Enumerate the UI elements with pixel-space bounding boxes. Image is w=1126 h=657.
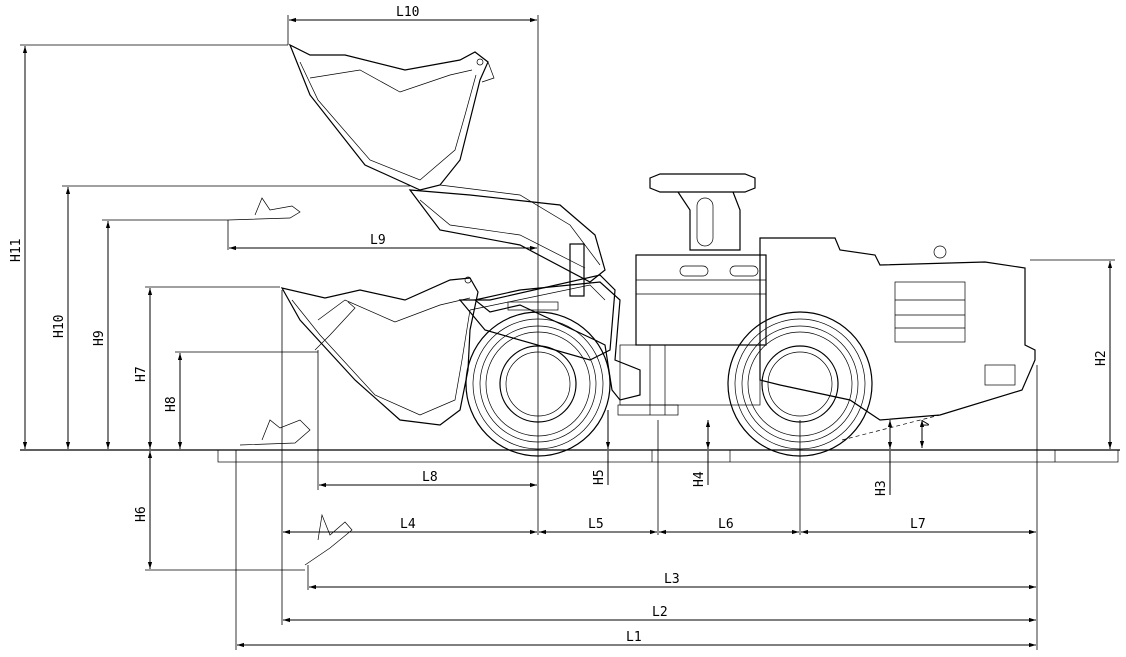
- front-frame: [473, 243, 641, 401]
- loader-machine: [227, 43, 1036, 566]
- label-l2: L2: [652, 605, 668, 620]
- label-h4: H4: [692, 471, 707, 487]
- label-l4: L4: [400, 517, 416, 532]
- label-l9: L9: [370, 233, 386, 248]
- departure-angle: [841, 414, 941, 448]
- label-l5: L5: [588, 517, 604, 532]
- center-hinge: [617, 344, 761, 416]
- label-h6: H6: [134, 506, 149, 522]
- label-h3: H3: [874, 480, 889, 496]
- label-h7: H7: [134, 366, 149, 382]
- label-l6: L6: [718, 517, 734, 532]
- raised-boom: [408, 184, 606, 283]
- horizontal-dimensions: [229, 17, 1036, 648]
- label-l8: L8: [422, 470, 438, 485]
- label-l10: L10: [396, 5, 419, 20]
- label-h8: H8: [164, 396, 179, 412]
- ground-line: [20, 449, 1120, 463]
- bucket-ghost-outlines: [227, 197, 356, 566]
- label-departure-angle: V: [918, 419, 932, 429]
- rear-engine: [759, 237, 1036, 421]
- extension-lines: [20, 44, 1115, 571]
- label-h10: H10: [52, 315, 67, 338]
- dimension-labels: L10 L9 L8 L4 L5 L6 L7 L3 L2 L1 H11 H10 H…: [9, 5, 1109, 645]
- label-l3: L3: [664, 572, 680, 587]
- label-h9: H9: [92, 330, 107, 346]
- label-l7: L7: [910, 517, 926, 532]
- vertical-dimensions: [22, 46, 1113, 569]
- raised-bucket: [288, 43, 495, 191]
- reference-lines: [227, 15, 1038, 650]
- lowered-bucket: [280, 276, 479, 426]
- label-h5: H5: [592, 469, 607, 485]
- cab-exhaust: [635, 173, 767, 346]
- label-h11: H11: [9, 239, 24, 262]
- label-h2: H2: [1094, 350, 1109, 366]
- label-l1: L1: [626, 630, 642, 645]
